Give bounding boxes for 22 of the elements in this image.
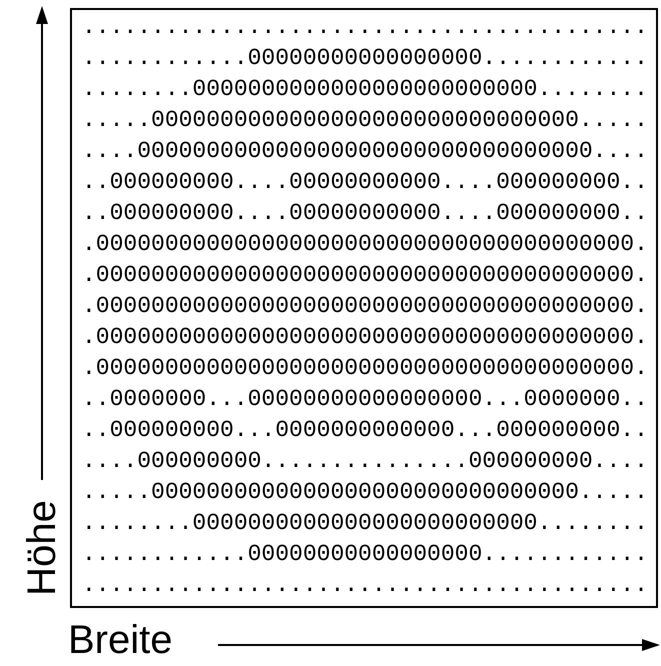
character-row-text: ............00000000000000000............: [82, 540, 648, 569]
character-row-text: .....0000000000000000000000000000000.....: [82, 478, 648, 507]
character-row-text: .000000000000000000000000000000000000000.: [82, 230, 648, 259]
character-row-text: .000000000000000000000000000000000000000.: [82, 354, 648, 383]
axis-label: Höhe: [22, 500, 62, 596]
character-row-text: ....000000000000000000000000000000000....: [82, 137, 648, 166]
grid-frame: [70, 8, 658, 608]
character-row-text: ........0000000000000000000000000........: [82, 75, 648, 104]
axis-label: Breite: [68, 620, 172, 660]
character-row-text: .........................................: [82, 571, 648, 600]
character-row-text: .000000000000000000000000000000000000000.: [82, 292, 648, 321]
character-row-text: .000000000000000000000000000000000000000.: [82, 323, 648, 352]
character-row-text: ..0000000...00000000000000000...0000000..: [82, 385, 648, 414]
character-row-text: ............00000000000000000............: [82, 44, 648, 73]
character-row-text: ........0000000000000000000000000........: [82, 509, 648, 538]
character-row-text: .000000000000000000000000000000000000000.: [82, 261, 648, 290]
character-row-text: .........................................: [82, 13, 648, 42]
character-row-text: .....0000000000000000000000000000000.....: [82, 106, 648, 135]
character-row-text: ....000000000...............000000000....: [82, 447, 648, 476]
character-row-text: ..000000000....00000000000....000000000..: [82, 199, 648, 228]
character-row-text: ..000000000...0000000000000...000000000..: [82, 416, 648, 445]
character-row-text: ..000000000....00000000000....000000000..: [82, 168, 648, 197]
